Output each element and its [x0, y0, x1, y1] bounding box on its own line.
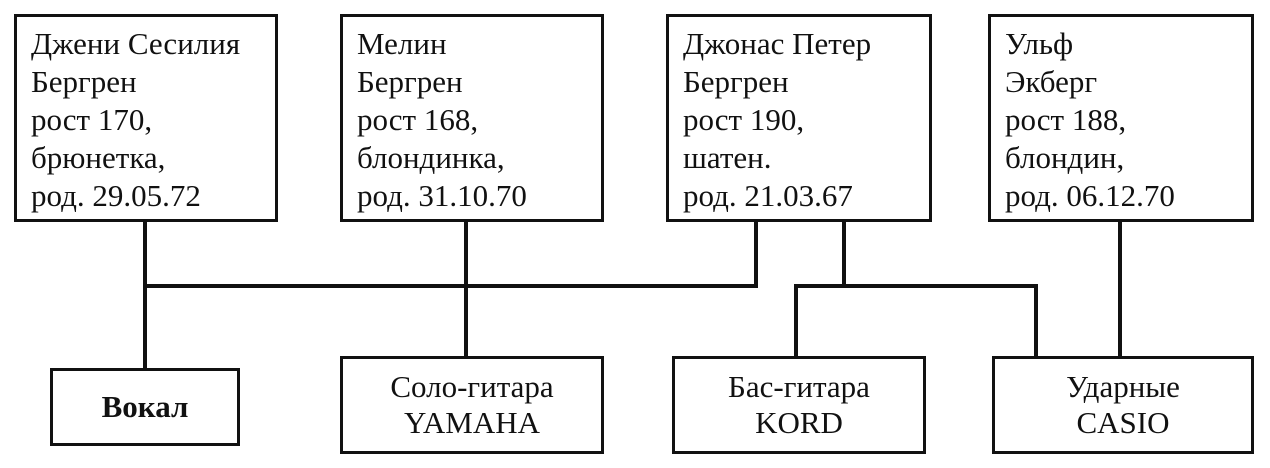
person-name: Ульф	[1005, 26, 1074, 61]
person-hair: блондин,	[1005, 140, 1125, 175]
person-surname: Бергрен	[31, 64, 137, 99]
person-name: Джонас Петер	[683, 26, 872, 61]
instrument-box-bass-guitar: Бас-гитара KORD	[672, 356, 926, 454]
person-hair: шатен.	[683, 140, 772, 175]
instrument-box-drums: Ударные CASIO	[992, 356, 1254, 454]
person-height: рост 188,	[1005, 102, 1127, 137]
person-height: рост 190,	[683, 102, 805, 137]
instrument-brand: KORD	[755, 405, 843, 440]
person-name: Джени Сесилия	[31, 26, 241, 61]
instrument-brand: YAMAHA	[403, 405, 541, 440]
person-box-ulf: Ульф Экберг рост 188, блондин, род. 06.1…	[988, 14, 1254, 222]
instrument-box-vocal: Вокал	[50, 368, 240, 446]
person-box-malin: Мелин Бергрен рост 168, блондинка, род. …	[340, 14, 604, 222]
person-surname: Бергрен	[357, 64, 463, 99]
person-hair: блондинка,	[357, 140, 505, 175]
instrument-brand: CASIO	[1076, 405, 1170, 440]
person-birthdate: род. 06.12.70	[1005, 178, 1175, 213]
person-name: Мелин	[357, 26, 447, 61]
person-birthdate: род. 31.10.70	[357, 178, 527, 213]
person-hair: брюнетка,	[31, 140, 166, 175]
person-box-jenny: Джени Сесилия Бергрен рост 170, брюнетка…	[14, 14, 278, 222]
instrument-box-solo-guitar: Соло-гитара YAMAHA	[340, 356, 604, 454]
person-box-jonas: Джонас Петер Бергрен рост 190, шатен. ро…	[666, 14, 932, 222]
instrument-label: Соло-гитара	[390, 369, 554, 404]
instrument-label: Ударные	[1066, 369, 1180, 404]
instrument-label: Бас-гитара	[728, 369, 870, 404]
person-surname: Экберг	[1005, 64, 1098, 99]
person-birthdate: род. 21.03.67	[683, 178, 853, 213]
person-surname: Бергрен	[683, 64, 789, 99]
person-birthdate: род. 29.05.72	[31, 178, 201, 213]
person-height: рост 170,	[31, 102, 153, 137]
instrument-label: Вокал	[101, 389, 189, 424]
person-height: рост 168,	[357, 102, 479, 137]
